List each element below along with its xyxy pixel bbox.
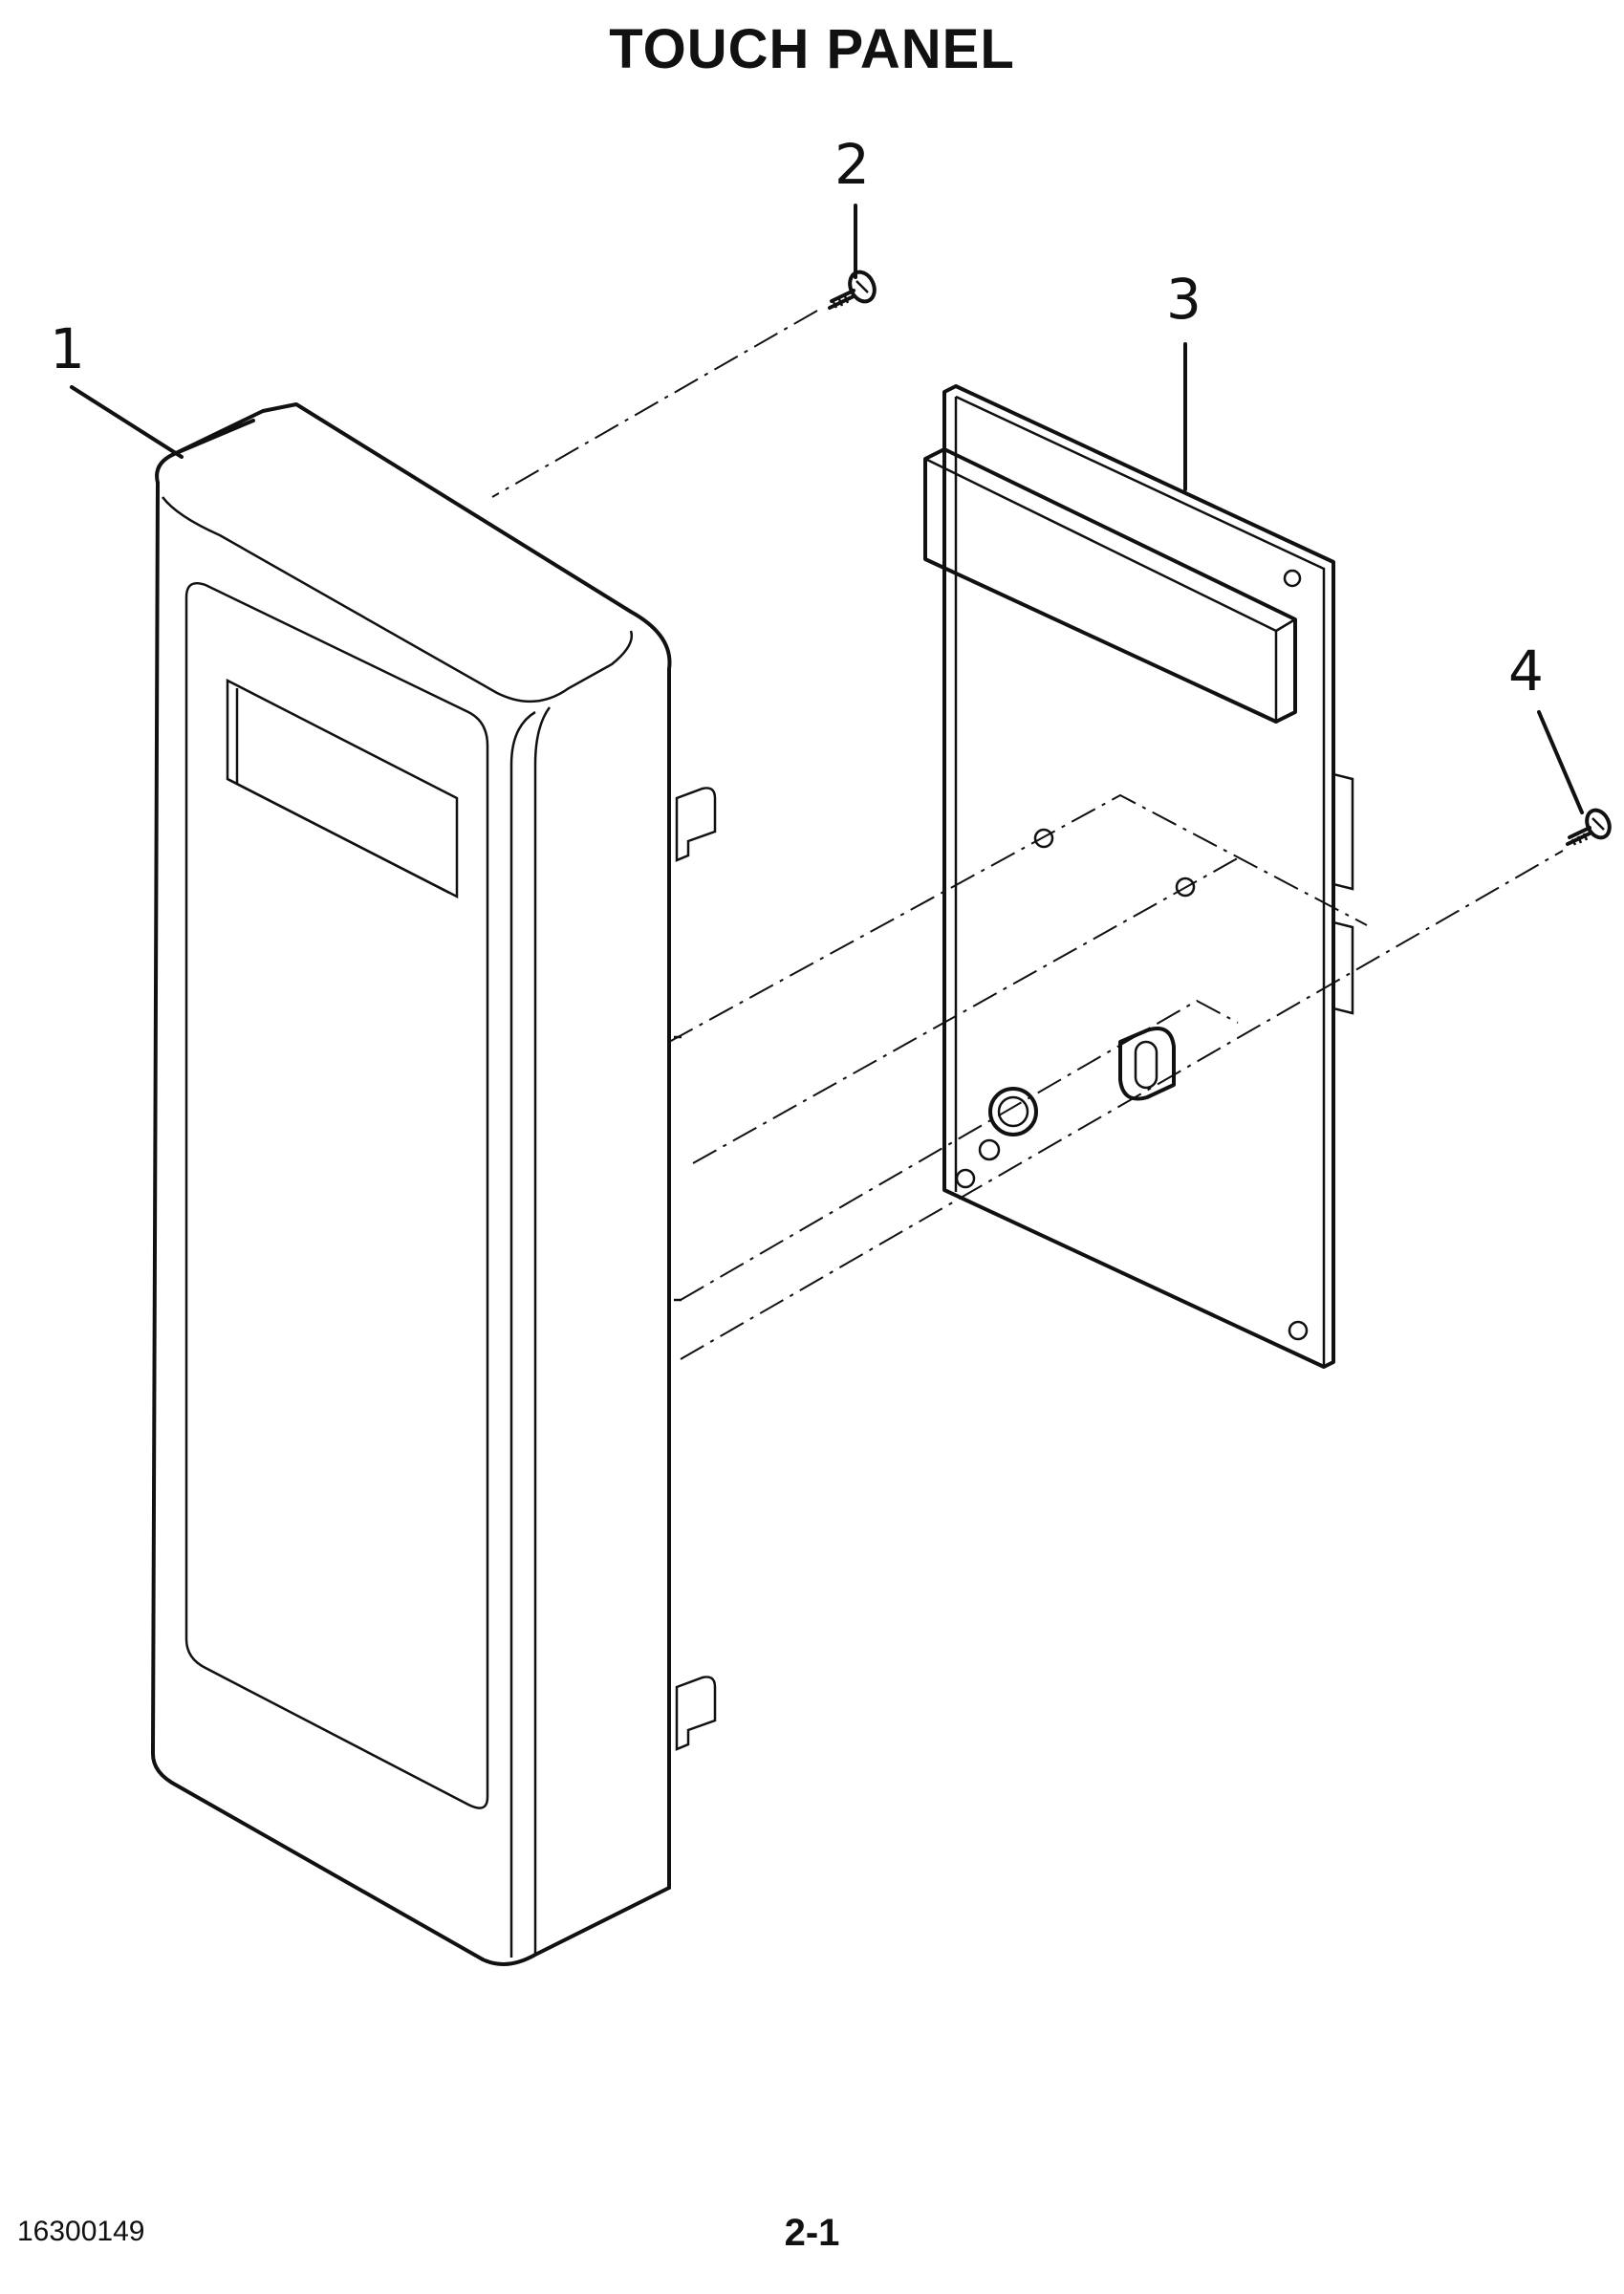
document-number: 16300149	[17, 2216, 145, 2247]
assembly-lines	[491, 310, 1564, 1360]
circuit-board	[923, 384, 1354, 1369]
callout-2: 2	[834, 132, 870, 197]
callout-4: 4	[1508, 638, 1544, 703]
callout-1: 1	[50, 316, 85, 381]
screw-right	[1566, 808, 1612, 846]
callout-3: 3	[1166, 267, 1202, 332]
page-title: TOUCH PANEL	[609, 18, 1015, 80]
page-number: 2-1	[784, 2212, 840, 2254]
leader-lines	[70, 204, 1584, 814]
touch-panel-frame	[151, 402, 717, 1966]
